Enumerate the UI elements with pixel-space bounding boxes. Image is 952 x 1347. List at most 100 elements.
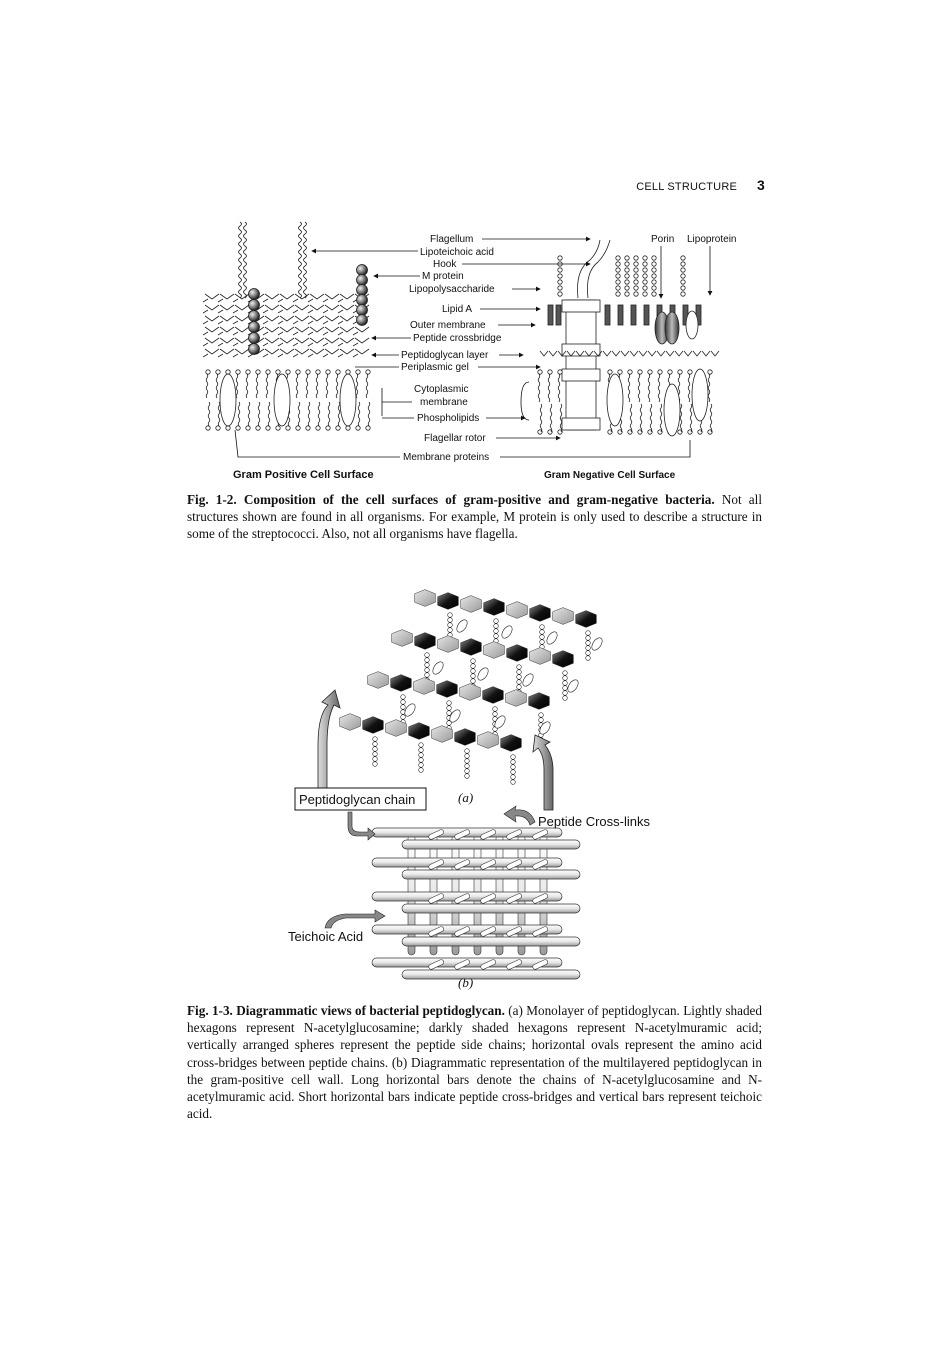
phospholipid-head (205, 425, 211, 431)
lps-sugar (680, 291, 686, 297)
lps-sugar (651, 267, 657, 273)
cross-bridge-oval (404, 703, 416, 717)
phospholipid-head (707, 369, 713, 375)
phospholipid-head (647, 429, 653, 435)
lipid-tail (295, 373, 299, 399)
m-protein-sphere (356, 284, 368, 296)
peptide-sphere (585, 650, 591, 656)
n-acetylmuramic-hexagon (552, 650, 574, 668)
peptidoglycan-strand (710, 350, 720, 357)
peptide-sphere (372, 756, 378, 762)
phospholipid-head (245, 425, 251, 431)
lipid-tail (307, 401, 311, 427)
n-acetylglucosamine-hexagon (414, 589, 436, 607)
peptide-sphere (492, 711, 498, 717)
peptide-sphere (562, 675, 568, 681)
peptide-sphere (424, 652, 430, 658)
lps-sugar (624, 255, 630, 261)
n-acetylglucosamine-hexagon (385, 719, 407, 737)
lps-sugar (680, 273, 686, 279)
peptide-cross-bridge (428, 893, 444, 904)
peptidoglycan-strand (262, 293, 280, 303)
figure-1-2-cell-surfaces: Flagellum Lipoteichoic acid Hook M prote… (202, 221, 736, 481)
peptidoglycan-strand (352, 337, 370, 347)
peptidoglycan-strand (217, 326, 235, 336)
peptide-sphere (470, 658, 476, 664)
n-acetylmuramic-hexagon (460, 638, 482, 656)
lipid-a-bar (630, 304, 637, 326)
n-acetylglucosamine-hexagon (552, 607, 574, 625)
peptidoglycan-strand (629, 350, 639, 357)
lipid-tail (335, 373, 339, 399)
phospholipid-head (627, 369, 633, 375)
label-lps: Lipopolysaccharide (409, 284, 495, 295)
lps-sugar (615, 267, 621, 273)
peptidoglycan-strand (217, 304, 235, 314)
peptidoglycan-strand (656, 350, 666, 357)
peptide-cross-bridge (532, 893, 548, 904)
peptide-cross-bridge (506, 926, 522, 937)
lps-sugar (680, 279, 686, 285)
m-protein-sphere (248, 299, 260, 311)
peptide-sphere (510, 774, 516, 780)
peptide-sphere (470, 663, 476, 669)
phospholipid-head (225, 369, 231, 375)
label-pg-layer: Peptidoglycan layer (401, 350, 489, 361)
peptidoglycan-strand (262, 304, 280, 314)
phospholipid-head (215, 369, 221, 375)
lps-sugar (642, 285, 648, 291)
lipid-tail (357, 401, 361, 427)
peptidoglycan-strand (202, 304, 220, 314)
phospholipid-head (225, 425, 231, 431)
phospholipid-head (335, 369, 341, 375)
peptidoglycan-strand (202, 326, 220, 336)
lipid-tail (325, 373, 329, 399)
lipid-tail (687, 373, 691, 403)
fig-1-2-labels: Flagellum Lipoteichoic acid Hook M prote… (233, 234, 736, 481)
phospholipid-head (697, 429, 703, 435)
phospholipid-head (637, 429, 643, 435)
phospholipid-head (275, 425, 281, 431)
figure-1-2-caption: Fig. 1-2. Composition of the cell surfac… (187, 491, 762, 543)
lipid-tail (557, 373, 561, 403)
peptidoglycan-strand (337, 315, 355, 325)
phospholipid-head (275, 369, 281, 375)
m-protein-sphere (248, 321, 260, 333)
peptide-sphere (585, 640, 591, 646)
lipid-tail (207, 401, 211, 427)
n-acetylglucosamine-hexagon (505, 689, 527, 707)
peptide-sphere (493, 623, 499, 629)
porin (664, 311, 680, 345)
peptide-sphere (510, 779, 516, 785)
phospholipid-head (335, 425, 341, 431)
lipid-tail (647, 373, 651, 403)
lps-sugar (624, 267, 630, 273)
peptide-sphere (418, 757, 424, 763)
phospholipid-head (557, 429, 563, 435)
phospholipid-head (315, 425, 321, 431)
phospholipid-head (687, 429, 693, 435)
peptide-sphere (470, 673, 476, 679)
lps-sugar (615, 273, 621, 279)
phospholipid-head (255, 425, 261, 431)
lipid-tail (549, 403, 553, 433)
cross-bridge-oval (539, 721, 551, 735)
lps-sugar (680, 267, 686, 273)
motor-ring (561, 417, 601, 431)
phospholipid-head (325, 369, 331, 375)
lipid-tail (657, 373, 661, 403)
peptide-sphere (516, 679, 522, 685)
peptidoglycan-strand (584, 350, 594, 357)
peptidoglycan-strand (701, 350, 711, 357)
peptidoglycan-strand (262, 315, 280, 325)
lps-sugar (557, 255, 563, 261)
peptidoglycan-strand (277, 293, 295, 303)
lipid-tail (637, 373, 641, 403)
n-acetylglucosamine-hexagon (391, 629, 413, 647)
caption-body: (a) Monolayer of peptidoglycan. Lightly … (187, 1003, 762, 1122)
peptidoglycan-strand (593, 350, 603, 357)
peptide-sphere (372, 746, 378, 752)
glycan-chain-bar (401, 969, 581, 980)
peptidoglycan-strand (277, 304, 295, 314)
peptide-sphere (493, 633, 499, 639)
